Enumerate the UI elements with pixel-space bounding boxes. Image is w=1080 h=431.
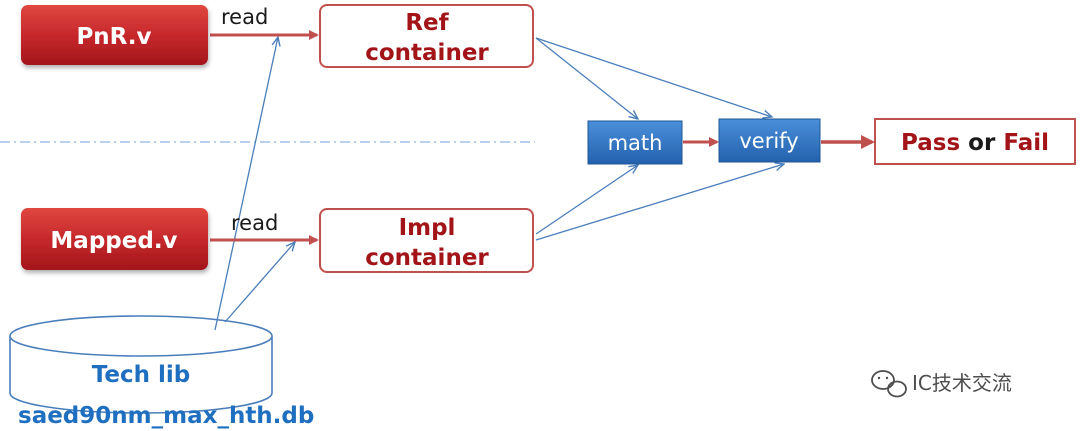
verify-step-label: verify — [739, 129, 798, 153]
svg-text:Pass or: Pass or Fail — [901, 130, 1049, 156]
result-pass-label: Pass — [901, 130, 960, 156]
techlib-to-bottom-read-arrow — [224, 242, 295, 323]
ref-container-box: Ref container — [319, 4, 534, 68]
pnr-source-box: PnR.v — [21, 5, 208, 65]
ref-container-label-line1: Ref — [405, 10, 449, 36]
math-step-label: math — [608, 131, 663, 155]
impl-container-label-line1: Impl — [399, 215, 456, 241]
pnr-source-label: PnR.v — [76, 24, 151, 50]
tech-lib-label: Tech lib — [92, 362, 190, 388]
mapped-source-box: Mapped.v — [21, 208, 208, 270]
read-label-bottom: read — [231, 211, 278, 235]
watermark-label: IC技术交流 — [912, 371, 1012, 395]
tech-lib-file-label: saed90nm_max_hth.db — [18, 403, 314, 429]
techlib-to-top-read-arrow — [214, 37, 278, 331]
ref-to-verify-arrow — [535, 37, 772, 117]
verify-step-box: verify — [718, 118, 821, 163]
wechat-icon — [871, 370, 907, 398]
impl-container-label-line2: container — [365, 245, 489, 271]
impl-container-box: Impl container — [319, 208, 534, 273]
impl-to-math-arrow — [535, 165, 638, 235]
result-box: Pass or Fail — [874, 118, 1076, 165]
result-or-label: or — [968, 130, 996, 156]
read-label-top: read — [221, 5, 268, 29]
tech-lib-database-icon — [9, 315, 273, 414]
ref-container-label-line2: container — [365, 40, 489, 66]
mapped-source-label: Mapped.v — [50, 228, 177, 254]
math-step-box: math — [587, 120, 683, 165]
result-fail-label: Fail — [1003, 130, 1049, 156]
ref-to-math-arrow — [535, 37, 638, 119]
impl-to-verify-arrow — [535, 164, 784, 241]
